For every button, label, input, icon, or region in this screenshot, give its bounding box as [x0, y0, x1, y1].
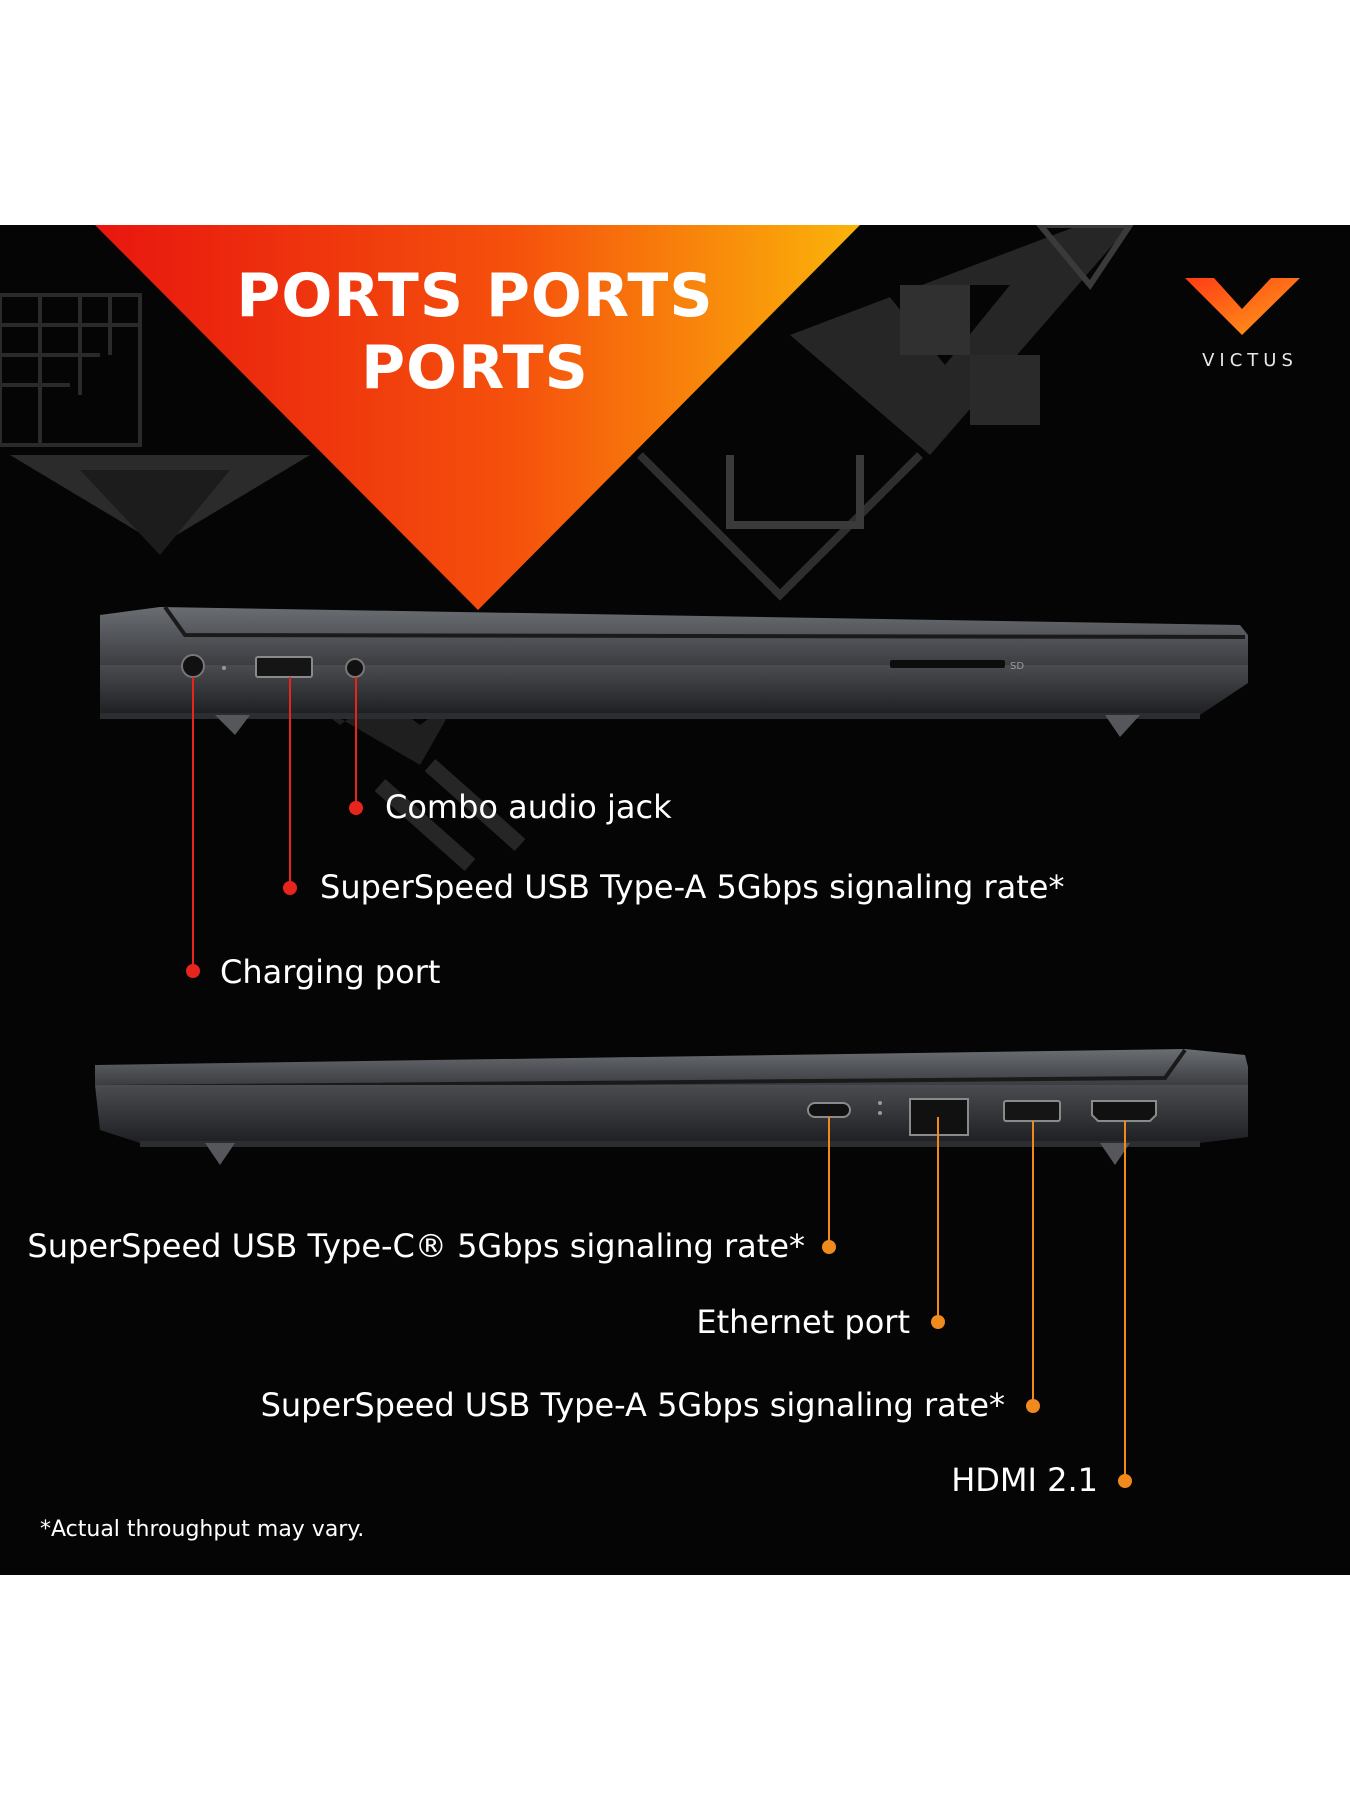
banner-title: PORTS PORTS PORTS [215, 260, 735, 404]
laptop-right-side-image [95, 1048, 1248, 1165]
usb-a-port-right-image [1003, 1100, 1061, 1122]
charging-port-image [181, 654, 205, 678]
callout-combo-audio-jack: Combo audio jack [385, 788, 672, 826]
sd-label: SD [1010, 661, 1024, 672]
sd-slot-image [890, 660, 1005, 668]
footnote: *Actual throughput may vary. [40, 1517, 365, 1542]
decorative-pattern [0, 225, 1134, 871]
callout-lines-right [822, 1117, 1132, 1488]
callout-ethernet-port: Ethernet port [696, 1303, 910, 1341]
usb-c-port-image [807, 1102, 851, 1118]
laptop-left-side-image [100, 605, 1248, 737]
brand-name: VICTUS [1202, 350, 1298, 371]
callout-usb-c: SuperSpeed USB Type-C® 5Gbps signaling r… [27, 1227, 805, 1265]
banner-title-line2: PORTS [361, 333, 589, 403]
promo-panel: SD PORTS PORTS PORTS VICTUS Combo audio … [0, 225, 1350, 1575]
usb-a-port-image [255, 656, 313, 678]
callout-hdmi: HDMI 2.1 [951, 1461, 1098, 1499]
callout-usb-a-right: SuperSpeed USB Type-A 5Gbps signaling ra… [260, 1386, 1005, 1424]
callout-usb-a-left: SuperSpeed USB Type-A 5Gbps signaling ra… [320, 868, 1065, 906]
banner-title-line1: PORTS PORTS [236, 261, 714, 331]
callout-lines-left [186, 677, 363, 978]
callout-charging-port: Charging port [220, 953, 441, 991]
background-graphics: SD [0, 225, 1300, 1488]
audio-jack-image [345, 658, 365, 678]
hdmi-port-image [1091, 1100, 1157, 1122]
banner-triangle [95, 225, 860, 610]
